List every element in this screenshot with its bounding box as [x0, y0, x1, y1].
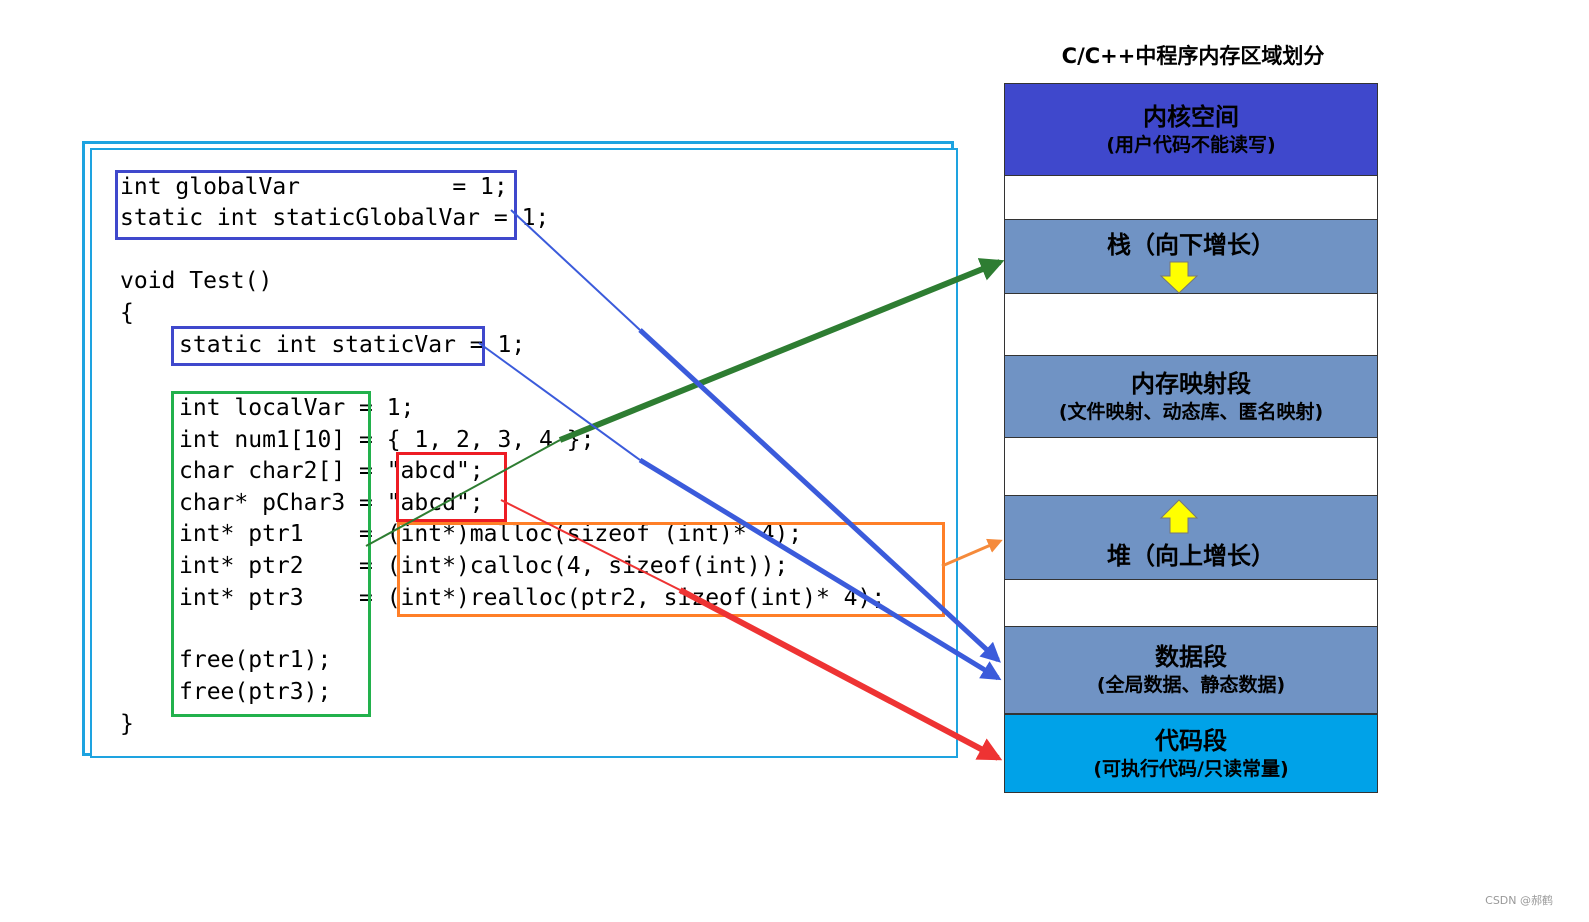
memory-diagram-title: C/C++中程序内存区域划分 [1061, 44, 1325, 68]
gap-3 [1004, 438, 1378, 495]
data-segment-region: 数据段 (全局数据、静态数据) [1004, 626, 1378, 714]
stack-label: 栈（向下增长） [1107, 231, 1275, 259]
static-var-box [171, 326, 485, 366]
code-line-free-ptr1: free(ptr1); [179, 647, 332, 673]
global-vars-box [115, 170, 517, 240]
data-segment-sub: (全局数据、静态数据) [1096, 674, 1286, 696]
kernel-space-region: 内核空间 (用户代码不能读写) [1004, 83, 1378, 176]
code-line-close-brace: } [120, 711, 134, 737]
code-line-static-var: static int staticVar = 1; [179, 332, 526, 358]
gap-1 [1004, 176, 1378, 219]
code-line-free-ptr3: free(ptr3); [179, 679, 332, 705]
stack-region: 栈（向下增长） [1004, 219, 1378, 294]
kernel-space-label: 内核空间 [1143, 102, 1239, 131]
code-segment-region: 代码段 (可执行代码/只读常量) [1004, 714, 1378, 793]
watermark: CSDN @郝鹤 [1485, 894, 1553, 907]
kernel-space-sub: (用户代码不能读写) [1106, 133, 1276, 156]
gap-4 [1004, 580, 1378, 626]
heap-alloc-box [397, 522, 945, 617]
mmap-label: 内存映射段 [1131, 369, 1251, 398]
heap-label: 堆（向上增长） [1107, 542, 1275, 570]
data-segment-label: 数据段 [1155, 643, 1227, 671]
code-line-open-brace: { [120, 300, 134, 326]
mmap-region: 内存映射段 (文件映射、动态库、匿名映射) [1004, 355, 1378, 438]
code-segment-label: 代码段 [1155, 726, 1227, 755]
code-line-global-var: int globalVar = 1; [120, 174, 508, 200]
mmap-sub: (文件映射、动态库、匿名映射) [1058, 400, 1324, 423]
code-segment-sub: (可执行代码/只读常量) [1093, 757, 1289, 780]
gap-2 [1004, 294, 1378, 355]
heap-region: 堆（向上增长） [1004, 495, 1378, 580]
code-line-test-decl: void Test() [120, 268, 273, 294]
string-literal-box [396, 452, 507, 522]
local-vars-box [171, 391, 371, 717]
